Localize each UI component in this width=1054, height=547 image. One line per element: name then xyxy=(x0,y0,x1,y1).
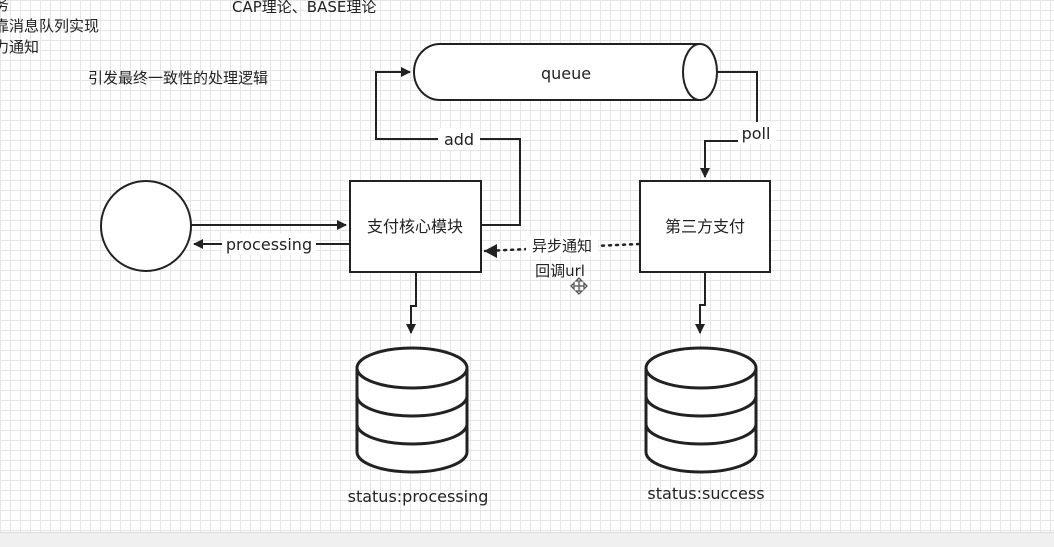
database-icon xyxy=(644,346,758,474)
db-left-status-label: status:processing xyxy=(348,487,489,506)
poll-label: poll xyxy=(742,124,771,143)
cap-base-note: CAP理论、BASE理论 xyxy=(232,0,377,16)
note-text-1: 务 xyxy=(0,0,10,14)
note-text-3: 力通知 xyxy=(0,38,40,56)
db-right-status-label: status:success xyxy=(647,484,764,503)
database-icon xyxy=(355,346,469,474)
module-db-arrow xyxy=(406,273,417,334)
move-cursor-icon xyxy=(570,277,588,295)
queue-node: queue xyxy=(413,43,718,101)
queue-label: queue xyxy=(541,64,591,83)
note-text-2: 靠消息队列实现 xyxy=(0,17,100,35)
async-notify-label: 异步通知 xyxy=(532,237,592,255)
bottom-bar xyxy=(0,532,1054,547)
core-module-label: 支付核心模块 xyxy=(367,217,463,236)
eventual-consistency-note: 引发最终一致性的处理逻辑 xyxy=(88,69,269,87)
third-party-label: 第三方支付 xyxy=(665,217,745,236)
thirdparty-db-arrow xyxy=(695,273,706,334)
core-payment-module: 支付核心模块 xyxy=(349,180,482,273)
add-label: add xyxy=(444,130,474,149)
third-party-payment: 第三方支付 xyxy=(639,180,771,273)
callback-url-label: 回调url xyxy=(535,262,585,280)
processing-label: processing xyxy=(226,235,312,254)
async-notify-arrowhead xyxy=(484,244,497,258)
actor-circle xyxy=(100,180,192,272)
